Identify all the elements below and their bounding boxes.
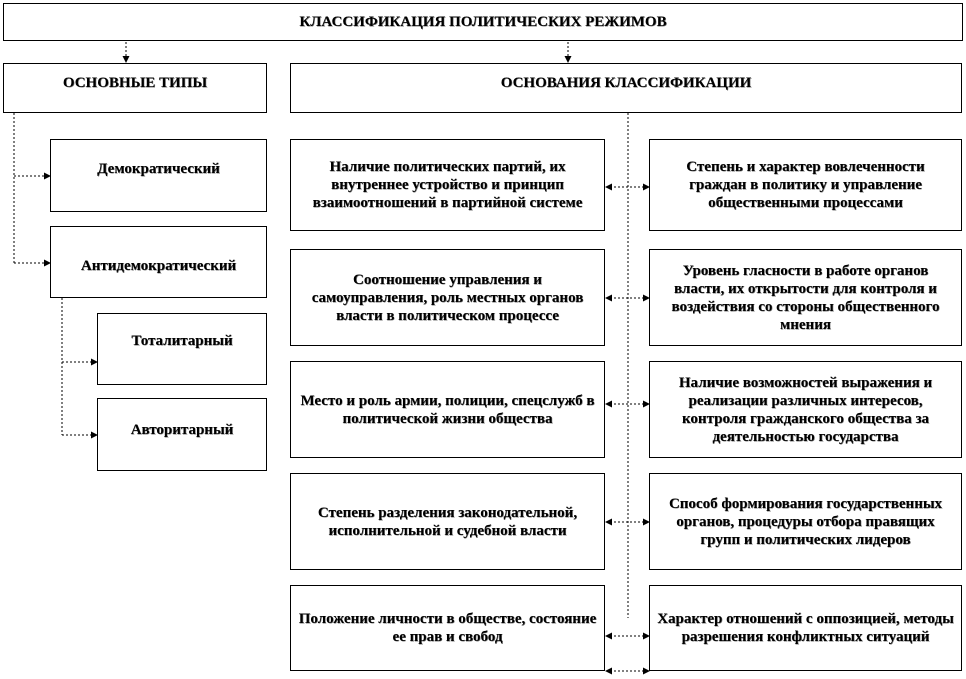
basis-left-5: Положение личности в обществе, состояние… bbox=[290, 585, 605, 671]
basis-right-5: Характер отношений с оппозицией, методы … bbox=[649, 585, 962, 671]
type-totalitarian: Тоталитарный bbox=[97, 313, 267, 385]
basis-left-3: Место и роль армии, полиции, спецслужб в… bbox=[290, 361, 605, 458]
bases-header: ОСНОВАНИЯ КЛАССИФИКАЦИИ bbox=[290, 63, 962, 113]
types-header: ОСНОВНЫЕ ТИПЫ bbox=[3, 63, 267, 113]
diagram-title: КЛАССИФИКАЦИЯ ПОЛИТИЧЕСКИХ РЕЖИМОВ bbox=[3, 3, 963, 41]
basis-right-2: Уровень гласности в работе органов власт… bbox=[649, 249, 962, 346]
type-authoritarian: Авторитарный bbox=[97, 398, 267, 471]
type-antidemocratic: Антидемократический bbox=[50, 226, 267, 298]
basis-right-4: Способ формирования государственных орга… bbox=[649, 473, 962, 570]
type-democratic: Демократический bbox=[50, 139, 267, 212]
basis-left-1: Наличие политических партий, их внутренн… bbox=[290, 139, 605, 231]
basis-right-1: Степень и характер вовлеченности граждан… bbox=[649, 139, 962, 231]
basis-left-2: Соотношение управления и самоуправления,… bbox=[290, 249, 605, 346]
basis-left-4: Степень разделения законодательной, испо… bbox=[290, 473, 605, 570]
basis-right-3: Наличие возможностей выражения и реализа… bbox=[649, 361, 962, 458]
